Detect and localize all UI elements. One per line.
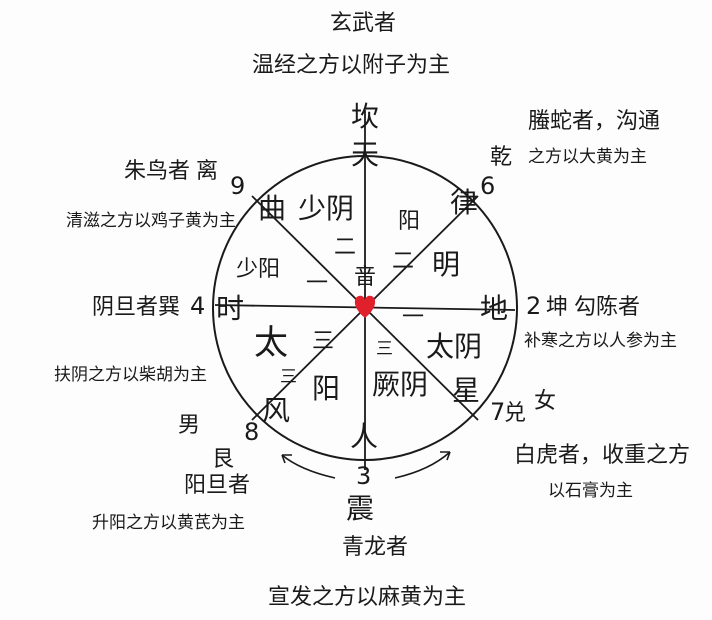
sector-2-label: 少阳 bbox=[236, 257, 280, 282]
sector-13-label: 阳 bbox=[312, 372, 340, 405]
right-number: 2 bbox=[526, 292, 541, 320]
top-right-number: 6 bbox=[480, 172, 495, 200]
bottom-left-label: 阳旦者 bbox=[184, 473, 250, 498]
top-left-trigram: 离 bbox=[196, 159, 218, 184]
spoke-bottom-label: 人 bbox=[350, 420, 378, 453]
sector-1-label: 少阴 bbox=[298, 192, 354, 225]
sector-3-label: 二 bbox=[334, 235, 356, 260]
spoke-bottom-right-label: 星 bbox=[452, 374, 480, 407]
bottom-number: 3 bbox=[356, 462, 371, 490]
bottom-left-trigram: 艮 bbox=[212, 447, 234, 472]
bottom-left-number: 8 bbox=[244, 418, 259, 446]
heart-icon bbox=[354, 295, 376, 318]
top-right-text: 之方以大黄为主 bbox=[528, 147, 647, 167]
sector-4-label: 一 bbox=[306, 271, 328, 296]
left-label: 阴旦者 bbox=[92, 295, 158, 320]
spoke-top-right-label: 律 bbox=[450, 186, 478, 219]
right-trigram: 坤 bbox=[546, 295, 568, 320]
sector-11-label: 厥阴 bbox=[372, 368, 428, 401]
bottom-trigram: 震 bbox=[346, 492, 374, 525]
spoke-top-inner-label: 天 bbox=[351, 138, 379, 171]
bottom-label: 青龙者 bbox=[342, 535, 408, 560]
bottom-left-text: 升阳之方以黄芪为主 bbox=[92, 513, 245, 533]
top-right-trigram: 乾 bbox=[490, 145, 512, 170]
sector-6-label: 明 bbox=[432, 248, 460, 281]
right-text: 补寒之方以人参为主 bbox=[524, 331, 677, 351]
right-label: 勾陈者 bbox=[574, 295, 640, 320]
top-left-label: 朱鸟者 bbox=[124, 159, 190, 184]
sector-14-label: 太 bbox=[254, 323, 288, 363]
top-left-text: 清滋之方以鸡子黄为主 bbox=[66, 211, 236, 231]
bottom-left-gender: 男 bbox=[178, 413, 200, 438]
sector-7-label: 二 bbox=[392, 249, 414, 274]
sector-15-label: 三 bbox=[280, 367, 297, 387]
spoke-top-label: 坎 bbox=[351, 100, 379, 133]
right-arrow-head bbox=[440, 451, 451, 461]
bottom-text: 宣发之方以麻黄为主 bbox=[268, 585, 466, 610]
sector-8-label: 一 bbox=[402, 305, 424, 330]
top-right-label: 螣蛇者，沟通 bbox=[528, 109, 660, 134]
bottom-right-text: 以石膏为主 bbox=[548, 480, 633, 501]
left-arrow-head bbox=[281, 454, 292, 464]
sector-9-label: 太阴 bbox=[426, 330, 482, 363]
left-number: 4 bbox=[190, 292, 205, 320]
top-left-number: 9 bbox=[230, 172, 245, 200]
bottom-right-label: 白虎者，收重之方 bbox=[514, 443, 690, 468]
right-arrow bbox=[394, 451, 451, 479]
top-label: 玄武者 bbox=[330, 11, 396, 36]
bottom-right-gender: 女 bbox=[534, 389, 556, 414]
spoke-top-left-label: 曲 bbox=[258, 192, 286, 225]
left-trigram: 巽 bbox=[158, 295, 180, 320]
left-text: 扶阴之方以柴胡为主 bbox=[54, 365, 207, 385]
spoke-left-label: 时 bbox=[216, 292, 244, 325]
center-label: 音 bbox=[354, 265, 376, 290]
spoke-right-label: 地 bbox=[480, 292, 508, 325]
spoke-bottom-left-label: 风 bbox=[262, 394, 290, 427]
left-arrow bbox=[281, 454, 336, 479]
top-text: 温经之方以附子为主 bbox=[252, 53, 450, 78]
bottom-right-trigram: 兑 bbox=[504, 401, 526, 426]
bottom-right-number: 7 bbox=[490, 398, 505, 426]
sector-5-label: 阳 bbox=[398, 209, 420, 234]
sector-12-label: 三 bbox=[312, 329, 334, 354]
sector-10-label: 三 bbox=[376, 339, 393, 359]
